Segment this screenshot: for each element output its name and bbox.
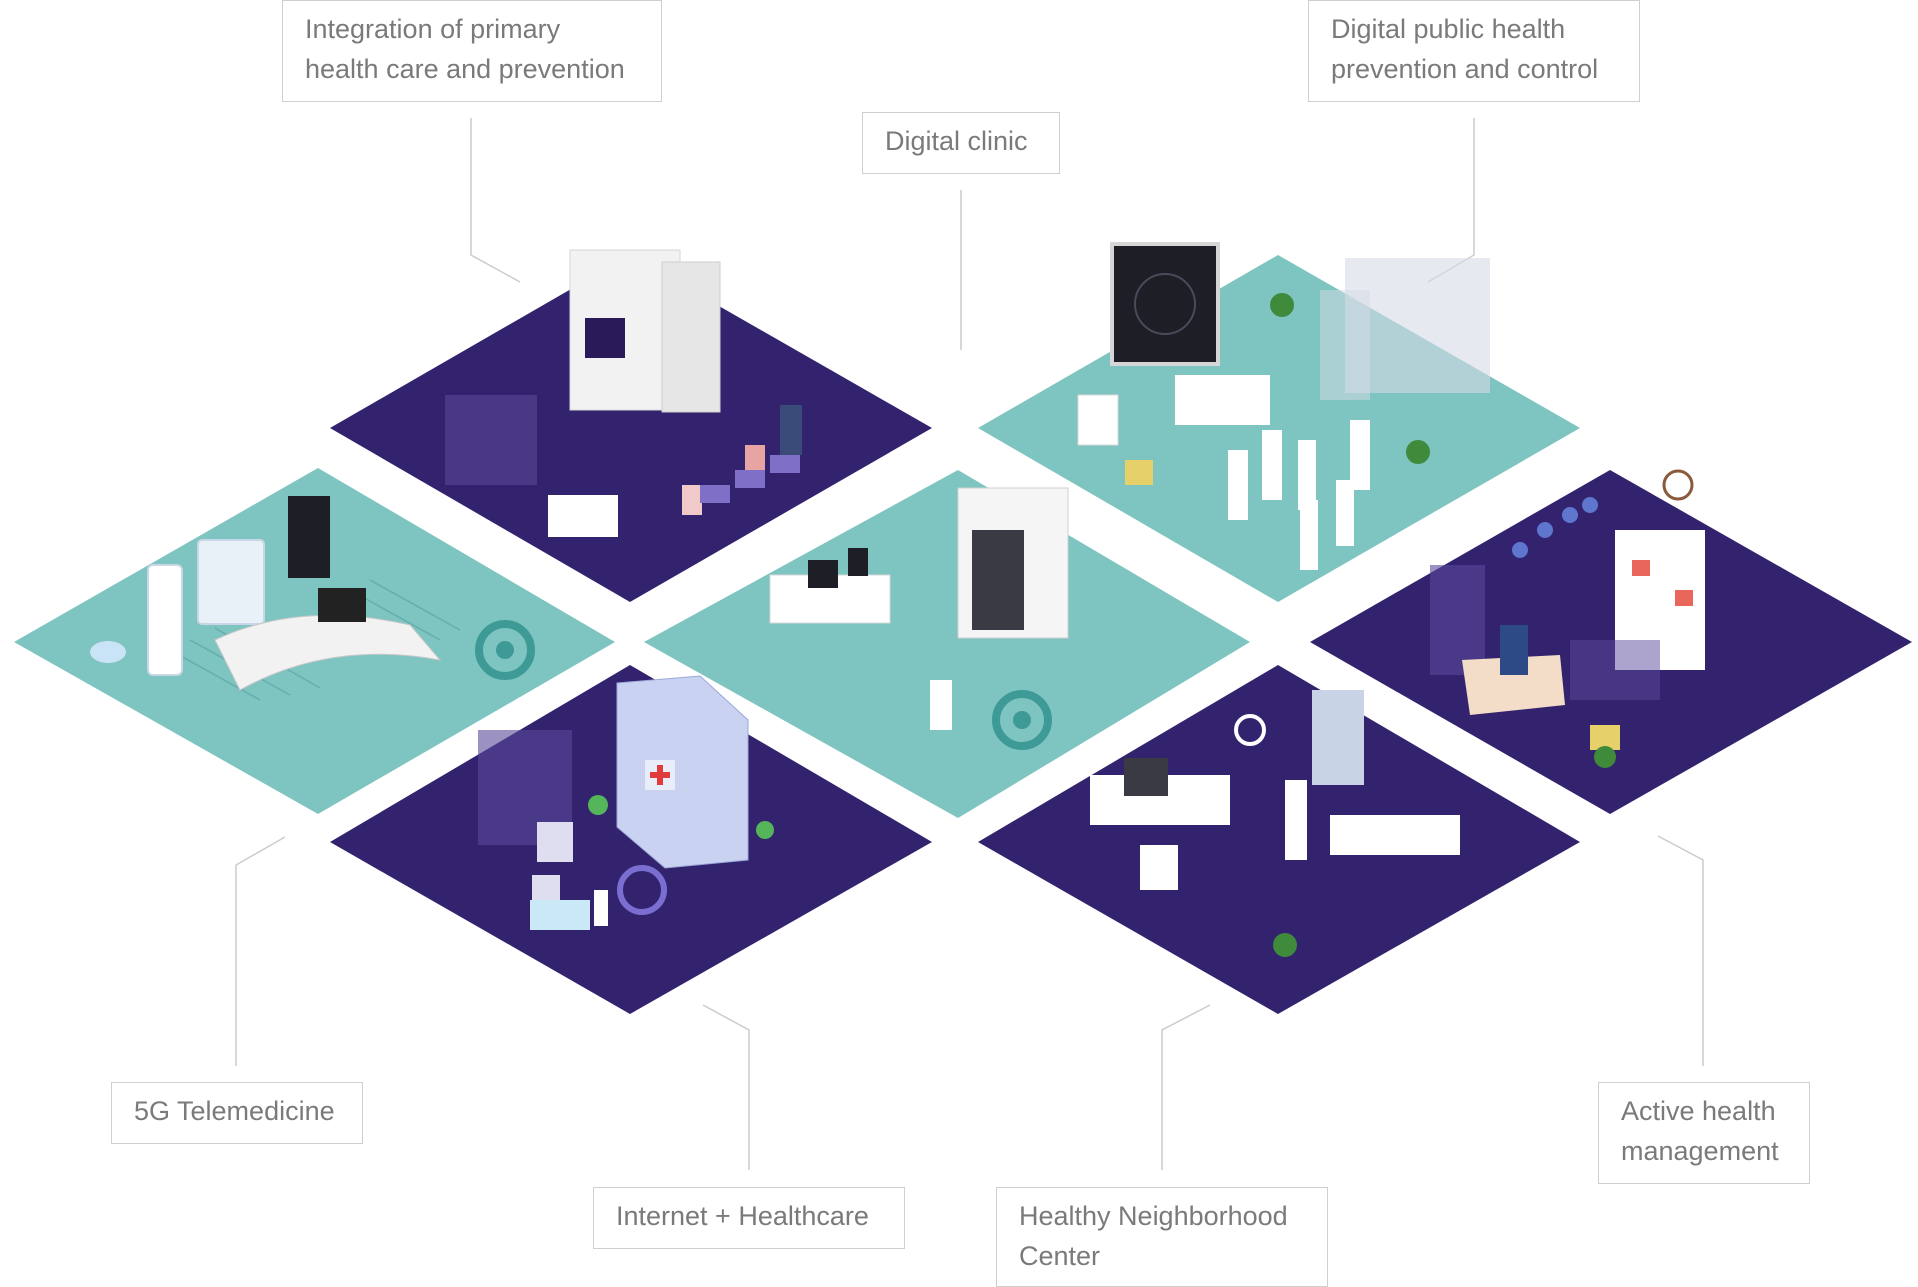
tile-public-health: [978, 242, 1580, 602]
label-digital-clinic: Digital clinic: [862, 112, 1060, 174]
label-healthy-neighborhood: Healthy Neighborhood Center: [996, 1187, 1328, 1287]
connector-active: [1657, 835, 1704, 1066]
connector-5g: [235, 836, 286, 1066]
tile-neighborhood: [978, 665, 1580, 1014]
tile-active: [1310, 469, 1912, 814]
label-internet-healthcare: Internet + Healthcare: [593, 1187, 905, 1249]
connector-integration: [470, 118, 521, 283]
label-active-health: Active health management: [1598, 1082, 1810, 1184]
connector-neighborhood: [1161, 1004, 1211, 1170]
connector-lines: [235, 118, 1704, 1170]
connector-internet: [702, 1004, 750, 1170]
connector-public: [1427, 118, 1475, 283]
tile-clinic: [644, 470, 1250, 818]
tile-integration: [330, 249, 932, 602]
tile-internet: [330, 665, 932, 1014]
label-integration: Integration of primary health care and p…: [282, 0, 662, 102]
label-5g-telemedicine: 5G Telemedicine: [111, 1082, 363, 1144]
label-public-health: Digital public health prevention and con…: [1308, 0, 1640, 102]
tile-telemedicine: [14, 468, 615, 814]
